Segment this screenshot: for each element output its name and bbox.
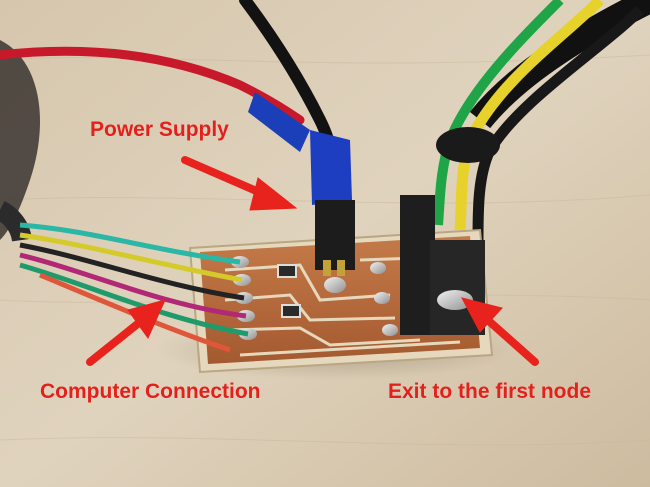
power-supply-label: Power Supply <box>90 118 229 141</box>
arrow-power-icon <box>181 156 298 211</box>
exit-first-node-label: Exit to the first node <box>388 380 592 403</box>
arrow-computer-icon <box>86 299 166 366</box>
exit-header <box>400 195 435 335</box>
blue-heatshrink <box>248 92 310 152</box>
blue-sleeve <box>310 130 352 205</box>
arrow-exit-icon <box>461 297 539 366</box>
computer-connection-label: Computer Connection <box>40 380 261 403</box>
resistor-1 <box>277 264 297 278</box>
yellow-wire <box>454 0 604 231</box>
red-wire <box>0 46 305 125</box>
cable-tie <box>436 127 500 163</box>
resistor-2 <box>281 304 301 318</box>
power-header <box>315 200 355 270</box>
left-dark-object <box>0 40 40 240</box>
black-wire-2 <box>472 6 644 241</box>
